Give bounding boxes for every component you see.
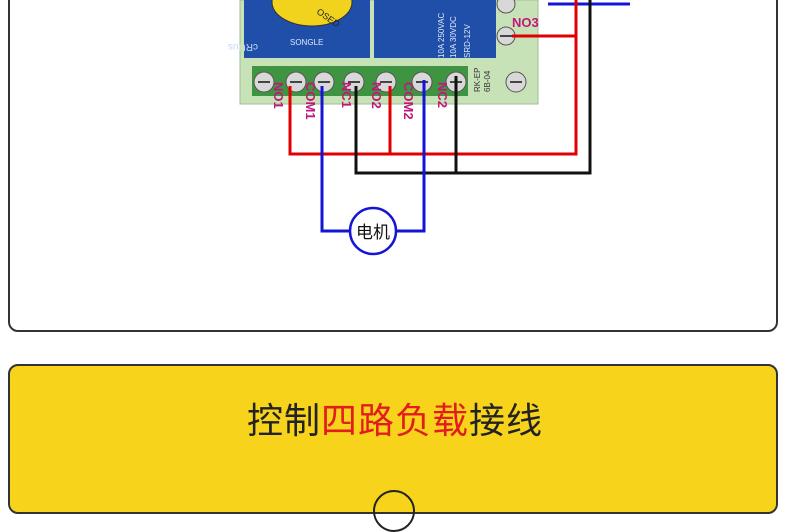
- board-model-1: RK-EP: [473, 68, 482, 92]
- label-nc2: NC2: [435, 82, 450, 108]
- red-wires: [288, 0, 578, 156]
- relay-1-logo: [271, 0, 353, 27]
- label-no2: NO2: [369, 82, 384, 109]
- motor-wires: [320, 80, 426, 233]
- section-heading: 控制四路负载接线: [0, 392, 790, 444]
- relay-2-model: SRD-12V: [463, 24, 472, 58]
- board-model-2: 6B-04: [483, 70, 492, 92]
- section-header-panel: [8, 364, 778, 514]
- label-no3: NO3: [512, 15, 539, 30]
- black-wires: [354, 0, 592, 175]
- motor-symbol: [348, 206, 398, 256]
- label-nc1: NC1: [339, 82, 354, 108]
- relay-1-brand: SONGLE: [290, 38, 323, 47]
- label-com2: COM2: [401, 82, 416, 120]
- relay-2: [374, 0, 496, 58]
- label-com1: COM1: [303, 82, 318, 120]
- heading-highlight: 四路负载: [320, 401, 469, 442]
- motor-symbol-partial: [373, 490, 415, 532]
- heading-part-3: 接线: [469, 401, 544, 442]
- relay-2-rating-1: 10A 250VAC: [437, 13, 446, 58]
- wiring-diagram: OSED cRUus SONGLE 10A 250VAC 10A 30VDC S…: [228, 0, 630, 256]
- label-no1: NO1: [271, 82, 286, 109]
- heading-part-1: 控制: [246, 401, 321, 442]
- motor-label: 电机: [356, 223, 390, 243]
- relay-1-cert: cRUus: [228, 41, 258, 52]
- relay-2-rating-2: 10A 30VDC: [449, 16, 458, 58]
